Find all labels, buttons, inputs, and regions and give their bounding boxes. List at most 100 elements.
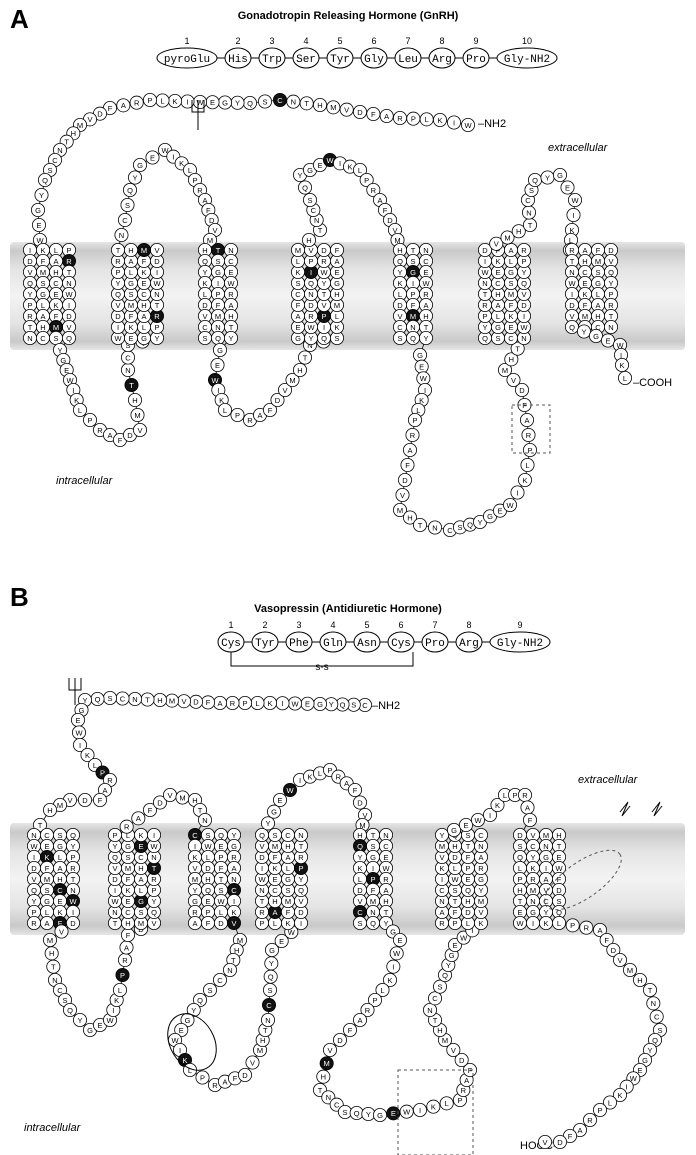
- svg-text:W: W: [30, 842, 38, 851]
- residue: W: [288, 697, 301, 710]
- svg-text:T: T: [71, 875, 76, 884]
- svg-text:I: I: [153, 831, 155, 840]
- svg-text:P: P: [570, 921, 575, 930]
- residue: G: [589, 329, 602, 342]
- svg-text:Y: Y: [482, 323, 487, 332]
- residue: K: [427, 1100, 440, 1113]
- residue: V: [323, 1043, 336, 1056]
- svg-text:A: A: [285, 853, 290, 862]
- residue: F: [121, 928, 134, 941]
- svg-text:S: S: [556, 897, 561, 906]
- svg-text:E: E: [465, 875, 470, 884]
- svg-text:Q: Q: [532, 176, 538, 185]
- svg-text:S: S: [410, 257, 415, 266]
- residue: E: [393, 933, 406, 946]
- residue: I: [413, 1103, 426, 1116]
- svg-text:E: E: [138, 842, 143, 851]
- svg-text:S: S: [125, 201, 130, 210]
- svg-text:F: F: [411, 301, 416, 310]
- svg-text:T: T: [263, 1026, 268, 1035]
- svg-text:E: E: [218, 842, 223, 851]
- svg-text:D: D: [298, 908, 304, 917]
- svg-text:H: H: [306, 236, 311, 245]
- svg-text:Y: Y: [521, 268, 526, 277]
- svg-text:C: C: [447, 526, 453, 535]
- residue: N: [115, 228, 128, 241]
- svg-text:C: C: [57, 886, 63, 895]
- residue: A: [213, 696, 226, 709]
- svg-text:R: R: [410, 431, 416, 440]
- svg-text:V: V: [400, 491, 405, 500]
- svg-text:S: S: [215, 257, 220, 266]
- svg-text:W: W: [65, 290, 73, 299]
- svg-text:F: F: [126, 931, 131, 940]
- svg-text:M: M: [330, 103, 336, 112]
- svg-text:C: C: [654, 1012, 660, 1021]
- svg-text:K: K: [44, 853, 49, 862]
- svg-text:Y: Y: [446, 961, 451, 970]
- svg-text:M: M: [397, 506, 403, 515]
- residue: Y: [261, 817, 274, 830]
- svg-text:S: S: [40, 279, 45, 288]
- svg-text:L: L: [318, 769, 322, 778]
- svg-text:I: I: [156, 268, 158, 277]
- svg-text:F: F: [126, 875, 131, 884]
- svg-text:Y: Y: [478, 886, 483, 895]
- svg-text:F: F: [148, 806, 153, 815]
- svg-text:R: R: [530, 875, 536, 884]
- svg-text:N: N: [326, 1093, 331, 1102]
- svg-text:D: D: [482, 246, 488, 255]
- svg-text:L: L: [358, 875, 362, 884]
- svg-text:Y: Y: [439, 831, 444, 840]
- residue: H: [313, 98, 326, 111]
- svg-text:A: A: [423, 301, 428, 310]
- residue: S: [338, 1105, 351, 1118]
- svg-text:R: R: [122, 956, 128, 965]
- svg-text:S: S: [334, 334, 339, 343]
- svg-text:R: R: [134, 98, 140, 107]
- svg-text:R: R: [124, 822, 130, 831]
- residue: P: [196, 1071, 209, 1084]
- svg-text:E: E: [215, 361, 220, 370]
- residue: S: [353, 916, 366, 929]
- residue: Q: [62, 331, 75, 344]
- residue: C: [281, 828, 294, 841]
- svg-text:G: G: [530, 908, 536, 917]
- svg-text:F: F: [206, 698, 211, 707]
- residue: A: [132, 812, 145, 825]
- svg-text:Y: Y: [321, 279, 326, 288]
- svg-text:S: S: [107, 694, 112, 703]
- residue: I: [526, 916, 539, 929]
- svg-text:V: V: [66, 323, 71, 332]
- svg-text:W: W: [286, 786, 294, 795]
- svg-text:E: E: [605, 336, 610, 345]
- svg-text:G: G: [557, 171, 563, 180]
- residue: E: [561, 181, 574, 194]
- svg-text:A: A: [439, 908, 444, 917]
- svg-text:P: P: [235, 411, 240, 420]
- residue: V: [227, 916, 240, 929]
- v2-receptor-chain: CSQYGEWIKLPRAFDVMHTNCSQYGEWIKLPRAFDVMHTN…: [27, 691, 666, 1148]
- svg-text:D: D: [357, 108, 363, 117]
- svg-text:R: R: [231, 853, 237, 862]
- residue: I: [511, 486, 524, 499]
- svg-text:L: L: [118, 986, 122, 995]
- svg-text:S: S: [205, 831, 210, 840]
- svg-text:V: V: [115, 301, 120, 310]
- svg-text:N: N: [227, 966, 232, 975]
- residue: I: [387, 960, 400, 973]
- svg-text:K: K: [617, 1091, 622, 1100]
- svg-text:T: T: [38, 821, 43, 830]
- residue: L: [113, 983, 126, 996]
- residue: I: [147, 828, 160, 841]
- residue: A: [380, 109, 393, 122]
- residue: L: [251, 696, 264, 709]
- residue: P: [108, 828, 121, 841]
- svg-text:Q: Q: [465, 886, 471, 895]
- svg-text:A: A: [141, 312, 146, 321]
- svg-text:D: D: [556, 886, 562, 895]
- residue: S: [303, 193, 316, 206]
- svg-text:S: S: [262, 97, 267, 106]
- svg-text:C: C: [530, 842, 536, 851]
- residue: W: [568, 193, 581, 206]
